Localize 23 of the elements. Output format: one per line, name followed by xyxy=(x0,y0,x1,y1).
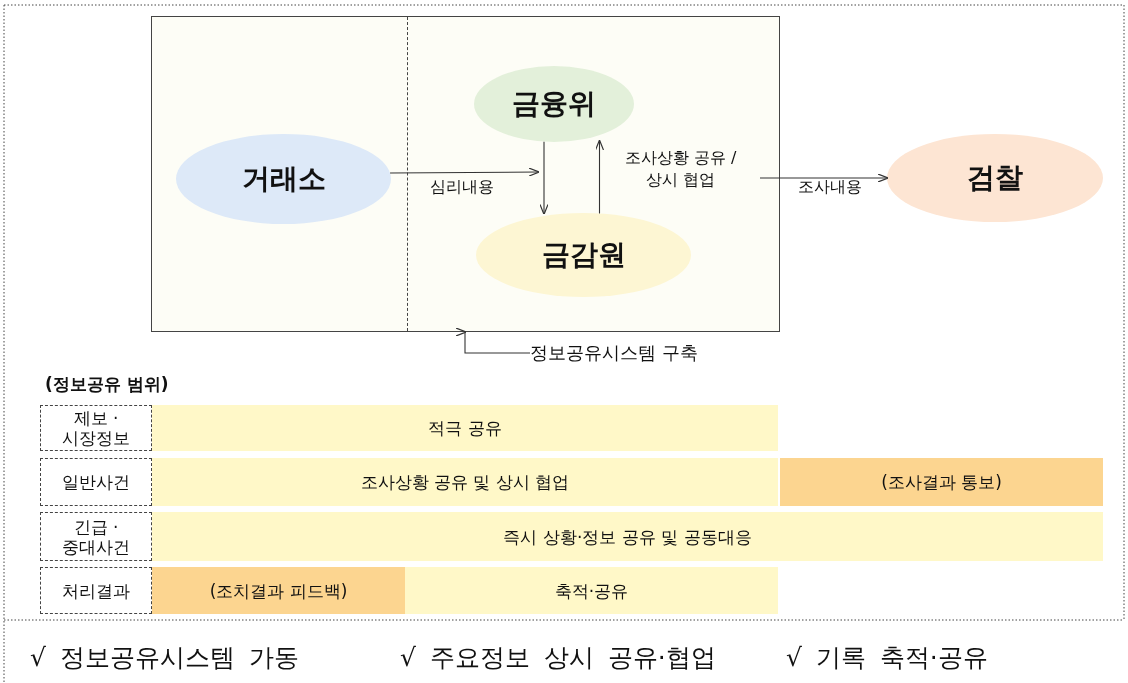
table-cell: (조사결과 통보) xyxy=(780,458,1103,506)
ellipse-node: 거래소 xyxy=(176,134,391,224)
section-title: (정보공유 범위) xyxy=(45,373,170,396)
arrow xyxy=(389,167,540,177)
table-cell: 즉시 상황·정보 공유 및 공동대응 xyxy=(152,512,1103,561)
table-cell: 축적·공유 xyxy=(405,567,778,614)
arrow xyxy=(759,173,889,183)
checklist-item: √ 기록 축적·공유 xyxy=(786,642,989,674)
ellipse-node: 금융위 xyxy=(474,66,634,142)
ellipse-node: 검찰 xyxy=(887,134,1103,222)
panel-box xyxy=(151,16,780,332)
table-cell: (조치결과 피드백) xyxy=(152,567,405,614)
checklist-item: √ 정보공유시스템 가동 xyxy=(30,642,300,674)
note-text: 정보공유시스템 구축 xyxy=(530,341,745,365)
arrow xyxy=(539,141,549,216)
edge-label: 조사내용 xyxy=(797,176,863,198)
edge-label: 조사상황 공유 / 상시 협업 xyxy=(623,147,738,191)
table-cell: 조사상황 공유 및 상시 협업 xyxy=(152,458,778,506)
checklist-item: √ 주요정보 상시 공유·협업 xyxy=(400,642,717,674)
arrow xyxy=(594,139,605,214)
ellipse-node: 금감원 xyxy=(476,213,691,297)
table-cell: 적극 공유 xyxy=(152,405,778,451)
edge-label: 심리내용 xyxy=(429,176,495,198)
